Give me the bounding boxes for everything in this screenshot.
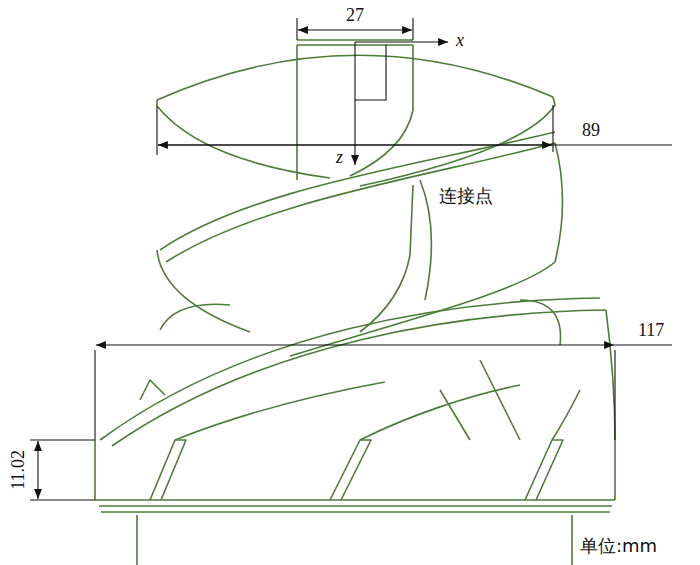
axis-label: x (454, 31, 466, 51)
part-note: 连接点 (437, 186, 495, 206)
axis-label: z (334, 148, 345, 168)
dimension-value: 27 (344, 6, 366, 26)
inducer-outline (95, 40, 615, 565)
dimension-value: 11.02 (9, 448, 29, 492)
dimension-lines (30, 18, 672, 500)
unit-note: 单位:mm (578, 536, 659, 556)
dimension-value: 89 (580, 121, 602, 141)
dimension-value: 117 (636, 321, 666, 341)
